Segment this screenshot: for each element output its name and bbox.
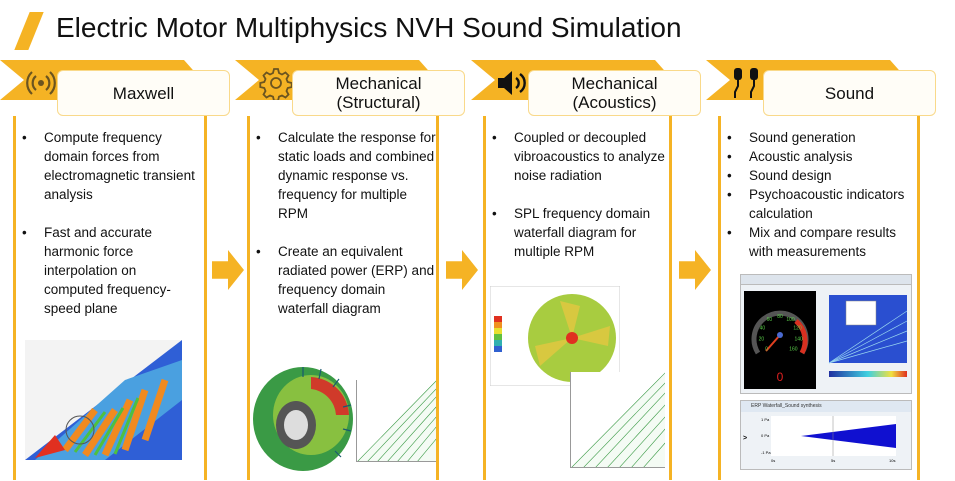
- x-tick: 0s: [771, 458, 775, 463]
- motor-field-plot: [25, 340, 182, 460]
- earphones-icon: [734, 68, 758, 98]
- gauge-tick: 160: [789, 346, 798, 352]
- panel-border: [917, 116, 920, 480]
- spl-contour-plot: [490, 286, 620, 386]
- gauge-tick: 40: [760, 326, 766, 332]
- bullet: Calculate the response for static loads …: [252, 128, 437, 223]
- window-title: ERP Waterfall_Sound synthesis: [741, 401, 911, 412]
- spl-waterfall-diagram: [570, 372, 665, 468]
- bullet: Acoustic analysis: [723, 147, 918, 166]
- gauge-tick: 120: [793, 326, 802, 332]
- gear-icon: [259, 68, 293, 100]
- title-accent: [14, 12, 44, 50]
- panel-label: Mechanical (Structural): [292, 70, 465, 116]
- bullet: SPL frequency domain waterfall diagram f…: [488, 204, 668, 261]
- gauge-tick: 100: [786, 317, 795, 323]
- bullet: Sound design: [723, 166, 918, 185]
- bullet: Sound generation: [723, 128, 918, 147]
- panel-border: [483, 116, 486, 480]
- waveform-plot: > 1 Pa 0 Pa -1 Pa 0s 5s 10s: [743, 416, 896, 463]
- bullet: Mix and compare results with measurement…: [723, 223, 918, 261]
- motor-stator-plot: [253, 367, 353, 471]
- x-tick: 5s: [831, 458, 835, 463]
- svg-text:>: >: [743, 435, 747, 442]
- x-tick: 10s: [889, 458, 895, 463]
- panel-border: [204, 116, 207, 480]
- panel-border: [436, 116, 439, 480]
- panel-label: Sound: [763, 70, 936, 116]
- gauge-tick: 20: [759, 337, 765, 343]
- y-tick: 0 Pa: [761, 433, 770, 438]
- panel-mechanical-acoustics: Mechanical (Acoustics) Coupled or decoup…: [471, 60, 711, 480]
- page-title: Electric Motor Multiphysics NVH Sound Si…: [56, 12, 682, 43]
- panel-border: [247, 116, 250, 480]
- bullet: Create an equivalent radiated power (ERP…: [252, 242, 437, 318]
- gauge-tick: 140: [794, 337, 803, 343]
- bullet: Coupled or decoupled vibroacoustics to a…: [488, 128, 668, 185]
- toolbar: [741, 275, 911, 285]
- waterfall-diagram: [356, 380, 436, 462]
- bullet: Compute frequency domain forces from ele…: [18, 128, 198, 204]
- sound-synthesis-window: ERP Waterfall_Sound synthesis > 1 Pa 0 P…: [740, 400, 912, 470]
- panel-border: [718, 116, 721, 480]
- spectrogram-plot: [828, 295, 908, 377]
- y-tick: -1 Pa: [761, 450, 771, 455]
- speaker-icon: [498, 71, 526, 95]
- panel-border: [13, 116, 16, 480]
- panel-label: Maxwell: [57, 70, 230, 116]
- bullet: Psychoacoustic indicators calculation: [723, 185, 918, 223]
- panel-label: Mechanical (Acoustics): [528, 70, 701, 116]
- panel-sound: Sound Sound generation Acoustic analysis…: [706, 60, 946, 480]
- gauge-tick: 60: [767, 317, 773, 323]
- gauge-tick: 0: [765, 346, 768, 352]
- panel-border: [669, 116, 672, 480]
- gauge-value: 0: [777, 370, 784, 384]
- panel-maxwell: Maxwell Compute frequency domain forces …: [0, 60, 240, 480]
- bullet: Fast and accurate harmonic force interpo…: [18, 223, 198, 318]
- panel-mechanical-structural: Mechanical (Structural) Calculate the re…: [235, 60, 475, 480]
- wireless-signal-icon: [26, 71, 56, 95]
- y-tick: 1 Pa: [761, 417, 770, 422]
- gauge-tick: 80: [777, 314, 783, 320]
